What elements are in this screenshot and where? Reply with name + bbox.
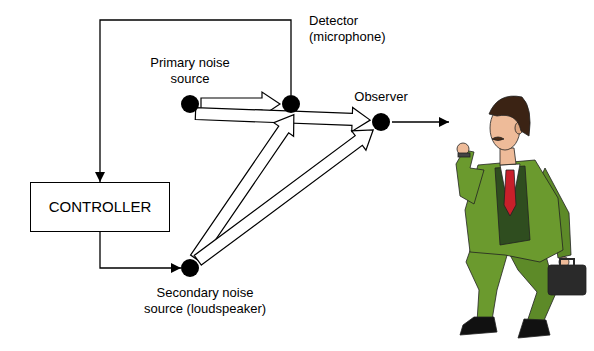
loudspeaker: Secondary noise source (loudspeaker) <box>181 259 199 277</box>
back-shoe <box>518 319 550 338</box>
observer-point: Observer <box>372 113 390 131</box>
noise-source: Primary noise source <box>181 95 199 113</box>
observer-pointer <box>392 121 449 122</box>
mustache <box>492 137 504 141</box>
vest <box>495 166 530 245</box>
box-label: CONTROLLER <box>49 198 152 216</box>
signal-wire <box>100 232 181 268</box>
point-label: Secondary noise source (loudspeaker) <box>139 285 271 317</box>
neck <box>500 148 516 165</box>
controller-box: CONTROLLER <box>30 182 170 232</box>
tie <box>504 170 516 216</box>
wristwatch <box>458 153 470 157</box>
microphone: Detector (microphone) <box>282 95 300 113</box>
raised-arm <box>456 150 484 204</box>
point-label: Detector (microphone) <box>309 13 401 45</box>
running-man <box>456 96 586 338</box>
briefcase-handle <box>560 259 574 265</box>
briefcase <box>548 265 586 295</box>
front-shoe <box>460 317 497 335</box>
front-leg <box>466 245 508 322</box>
sound-path-arrow <box>191 115 294 262</box>
hair <box>489 96 530 136</box>
point-label: Primary noise source <box>140 55 240 87</box>
point-label: Observer <box>336 89 426 105</box>
signal-wire <box>100 20 291 182</box>
sound-path-arrow <box>194 130 373 265</box>
